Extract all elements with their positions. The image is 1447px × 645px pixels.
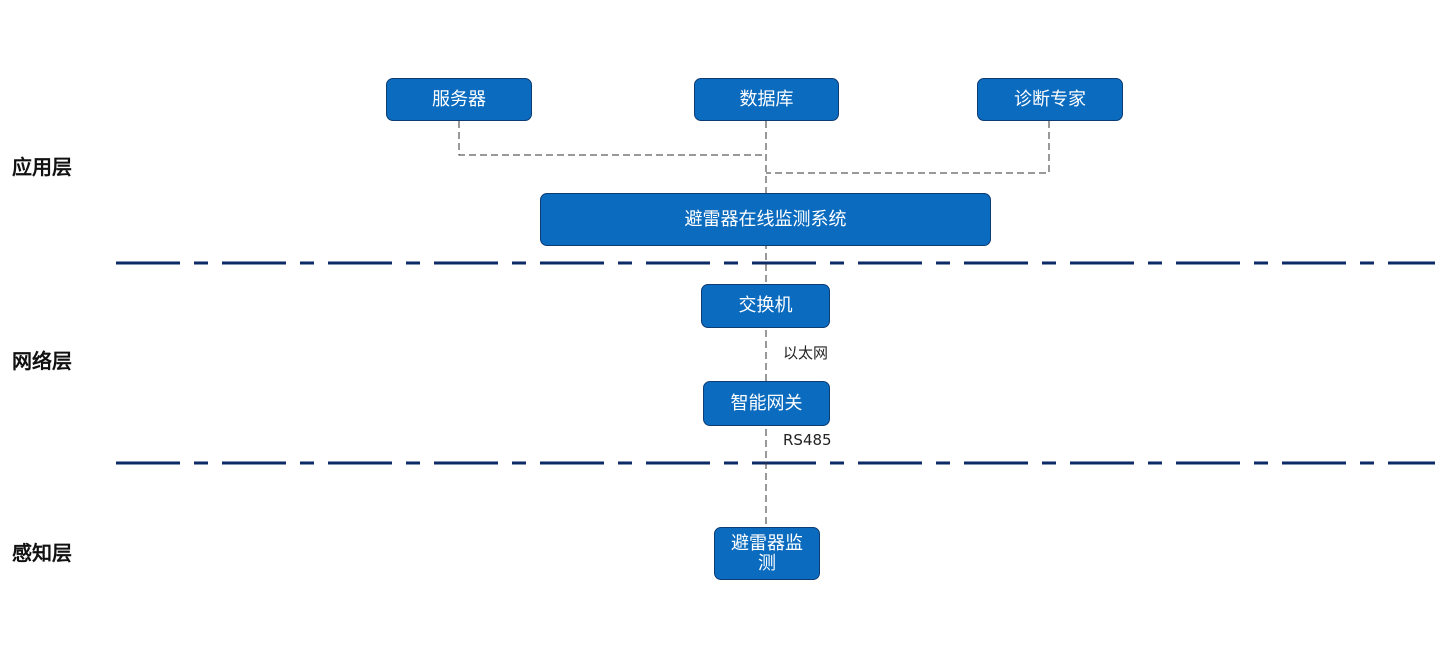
edge-label-ethernet: 以太网 (783, 344, 829, 362)
node-smart-gateway: 智能网关 (703, 381, 830, 426)
connector-server-database (458, 121, 766, 156)
node-monitoring-system: 避雷器在线监测系统 (540, 193, 991, 246)
node-server: 服务器 (386, 78, 532, 121)
layer-label-network: 网络层 (12, 349, 72, 373)
node-arrester-monitor: 避雷器监测 (714, 527, 820, 580)
node-switch: 交换机 (701, 284, 830, 328)
node-diagnosis-expert: 诊断专家 (977, 78, 1123, 121)
edge-label-rs485: RS485 (783, 431, 832, 449)
layer-label-perception: 感知层 (12, 541, 72, 565)
layer-label-application: 应用层 (12, 155, 72, 179)
node-database: 数据库 (694, 78, 839, 121)
connector-expert-trunk (766, 121, 1050, 174)
